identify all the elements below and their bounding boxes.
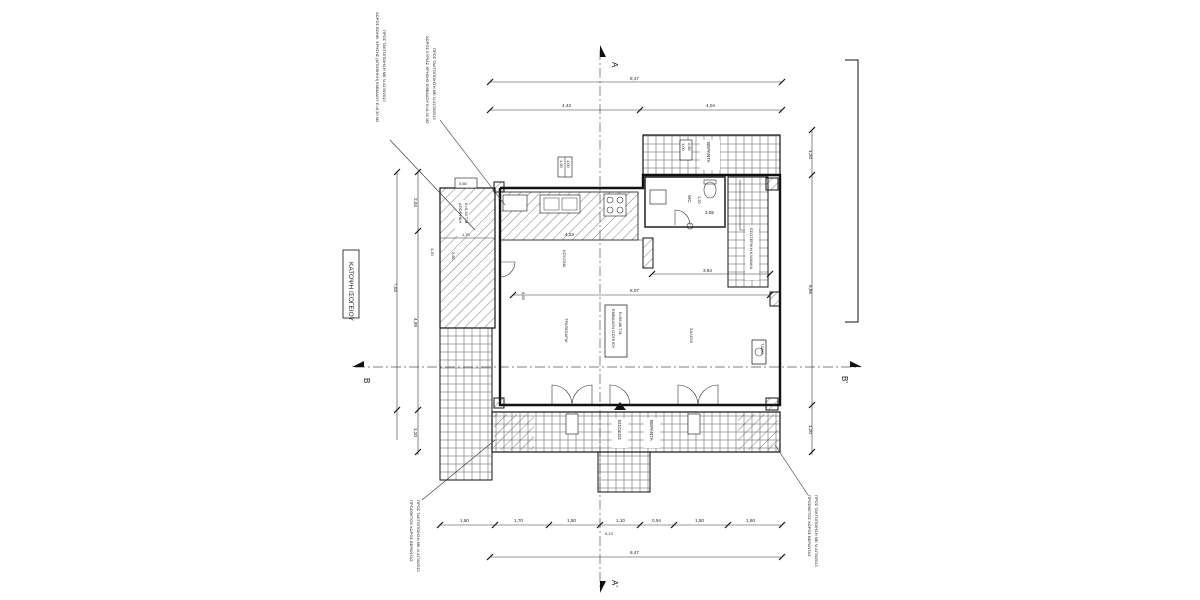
dim-bottom-3: 1,10 bbox=[616, 518, 625, 523]
door-tag-line2: 0,80 bbox=[687, 143, 692, 152]
column bbox=[493, 181, 505, 193]
dim-aux-width: 1,35 bbox=[462, 232, 471, 237]
dim-kitchen-width: 4,23 bbox=[565, 232, 574, 237]
dim-left-204: 2,04 bbox=[413, 198, 418, 207]
dim-bottom-6: 1,60 bbox=[746, 518, 755, 523]
drawing-title: ΚΑΤΟΨΗ ΙΣΟΓΕΙΟΥ bbox=[347, 262, 354, 321]
dim-top-left: 4,43 bbox=[562, 103, 571, 108]
dim-bottom-2: 1,50 bbox=[567, 518, 576, 523]
frame-bracket bbox=[845, 59, 859, 323]
dim-left-120: 1,20 bbox=[413, 428, 418, 437]
fireplace bbox=[751, 339, 767, 365]
dim-bottom-0: 1,50 bbox=[460, 518, 469, 523]
dim-inner-width: 8,07 bbox=[630, 288, 639, 293]
dim-626: 6,26 bbox=[521, 292, 526, 301]
window-tag-line1: 1,50 bbox=[559, 160, 564, 169]
section-arrow-b2 bbox=[850, 361, 862, 367]
column bbox=[642, 237, 654, 269]
section-label-b: B bbox=[362, 378, 371, 383]
column bbox=[493, 397, 505, 409]
storage-door-swing bbox=[499, 261, 516, 278]
section-label-b2: B' bbox=[840, 376, 849, 383]
section-label-a: A bbox=[610, 62, 619, 68]
title-box bbox=[342, 249, 360, 319]
dim-wc-width: 3,55 bbox=[705, 210, 714, 215]
note-2-line2: ΠΡΟΣ ΤΑΚΤΟΠΟΙΗΣΗ ΜΕ Ν.4178/2013 bbox=[432, 48, 437, 120]
room-label-veranda-bottom: ΒΕΡΑΝΤΑ bbox=[649, 420, 654, 442]
dim-wc-120: 1,20 bbox=[697, 196, 702, 205]
dim-right-120-bot: 1,20 bbox=[808, 425, 813, 434]
room-label-wc: WC bbox=[687, 195, 692, 203]
wc-toilet bbox=[703, 181, 717, 199]
entrance-steps bbox=[597, 451, 651, 493]
wc-room bbox=[644, 176, 726, 228]
dim-left-380: 3,80 bbox=[451, 252, 456, 261]
door-swing-dining bbox=[551, 384, 593, 406]
note-4-line2: ΠΡΟΣ ΤΑΚΤΟΠΟΙΗΣΗ ΜΕ Ν.4178/2013 bbox=[814, 495, 819, 567]
column bbox=[769, 291, 781, 307]
door-tag-lower-left bbox=[565, 413, 579, 435]
area-box bbox=[604, 304, 628, 358]
storage-area-value: Ε=6,30 T.M. bbox=[464, 203, 469, 224]
note-3-line2: ΠΡΟΣ ΤΑΚΤΟΠΟΙΗΣΗ ΜΕ Ν.4178/2013 bbox=[416, 500, 421, 572]
kitchen-sink bbox=[539, 194, 581, 214]
dim-top-total: 8,47 bbox=[630, 76, 639, 81]
wc-door-swing bbox=[674, 209, 691, 226]
dim-left-060: 0,60 bbox=[459, 181, 468, 186]
entrance-arrow bbox=[614, 402, 626, 410]
section-arrow-a bbox=[600, 45, 606, 57]
lower-veranda bbox=[491, 411, 781, 453]
door-tag-line1: 1,00 bbox=[681, 143, 686, 152]
dim-right-886: 8,86 bbox=[808, 285, 813, 294]
column bbox=[765, 397, 779, 411]
room-label-stair: ΕΣΩΤΕΡΙΚΗ ΚΛΙΜΑΚΑ bbox=[749, 228, 754, 270]
dim-left-703: 7,03 bbox=[393, 283, 398, 292]
dim-bottom-5: 1,50 bbox=[695, 518, 704, 523]
dim-bottom-4: 0,94 bbox=[652, 518, 661, 523]
section-arrow-b bbox=[352, 361, 364, 367]
area-box-line2: E=56,88 T.M. bbox=[618, 312, 623, 336]
dim-bottom-total: 8,47 bbox=[630, 550, 639, 555]
note-1-line2: ΠΡΟΣ ΤΑΚΤΟΠΟΙΗΣΗ ΜΕ Ν.4178/2013 bbox=[382, 30, 387, 102]
wc-basin bbox=[649, 189, 667, 205]
room-label-fireplace: ΤΖΑΚΙ bbox=[760, 343, 765, 354]
note-4-line1: ΠΡΟΣΘΕΤΟΣ ΧΩΡΟΣ ΒΕΡΑΝΤΑΣ bbox=[807, 495, 812, 557]
dim-bottom-1: 1,70 bbox=[514, 518, 523, 523]
door-tag bbox=[679, 139, 693, 161]
stove bbox=[603, 193, 627, 217]
door-swing-entrance bbox=[609, 384, 631, 406]
fridge bbox=[502, 194, 528, 212]
dim-bottom-013: 0,13 bbox=[605, 531, 614, 536]
section-label-a2: A' bbox=[610, 580, 619, 587]
note-3-line1: ΠΡΟΣΘΕΤΟΣ ΧΩΡΟΣ ΒΕΡΑΝΤΑΣ bbox=[409, 500, 414, 562]
note-2-line1: ΧΩΡΟΣ ΚΥΡΙΑΣ ΧΡΗΣΗΣ ΕΜΒΑΔΟΥ Ε=6,30 Μ2 bbox=[425, 36, 430, 124]
area-box-line1: ΕΜΒΑΔΟΝ ΙΣΟΓΕΙΟΥ bbox=[611, 309, 616, 349]
room-label-storage: ΑΠΟΘΗΚΗ bbox=[458, 203, 463, 223]
dim-left-499: 4,99 bbox=[413, 318, 418, 327]
window-tag-line2: 1,00 bbox=[566, 160, 571, 169]
dim-top-right: 4,04 bbox=[706, 103, 715, 108]
dim-right-120-top: 1,20 bbox=[808, 150, 813, 159]
left-exterior-stair bbox=[439, 327, 493, 481]
room-label-kitchen: ΚΟΥΖΙΝΑ bbox=[562, 250, 567, 268]
dim-left-420: 4,20 bbox=[430, 248, 435, 257]
note-1-line1: ΧΩΡΟΣ ΒΟΗΘ. ΧΡΗΣΗΣ (ΑΠΟΘΗΚΗ) ΕΜΒΑΔΟΥ Ε=6… bbox=[375, 12, 380, 123]
room-label-dining: ΤΡΑΠΕΖΑΡΙΑ bbox=[564, 318, 569, 343]
door-swing-living bbox=[677, 384, 719, 406]
room-label-living: ΣΑΛΟΝΙ bbox=[689, 328, 694, 343]
room-label-veranda-top: ΒΕΡΑΝΤΑ bbox=[706, 142, 711, 164]
section-arrow-a2 bbox=[600, 581, 606, 593]
room-label-entrance: ΕΙΣΟΔΟΣ bbox=[617, 420, 622, 440]
door-tag-lower-right bbox=[687, 413, 701, 435]
dim-living-width: 3,84 bbox=[703, 268, 712, 273]
